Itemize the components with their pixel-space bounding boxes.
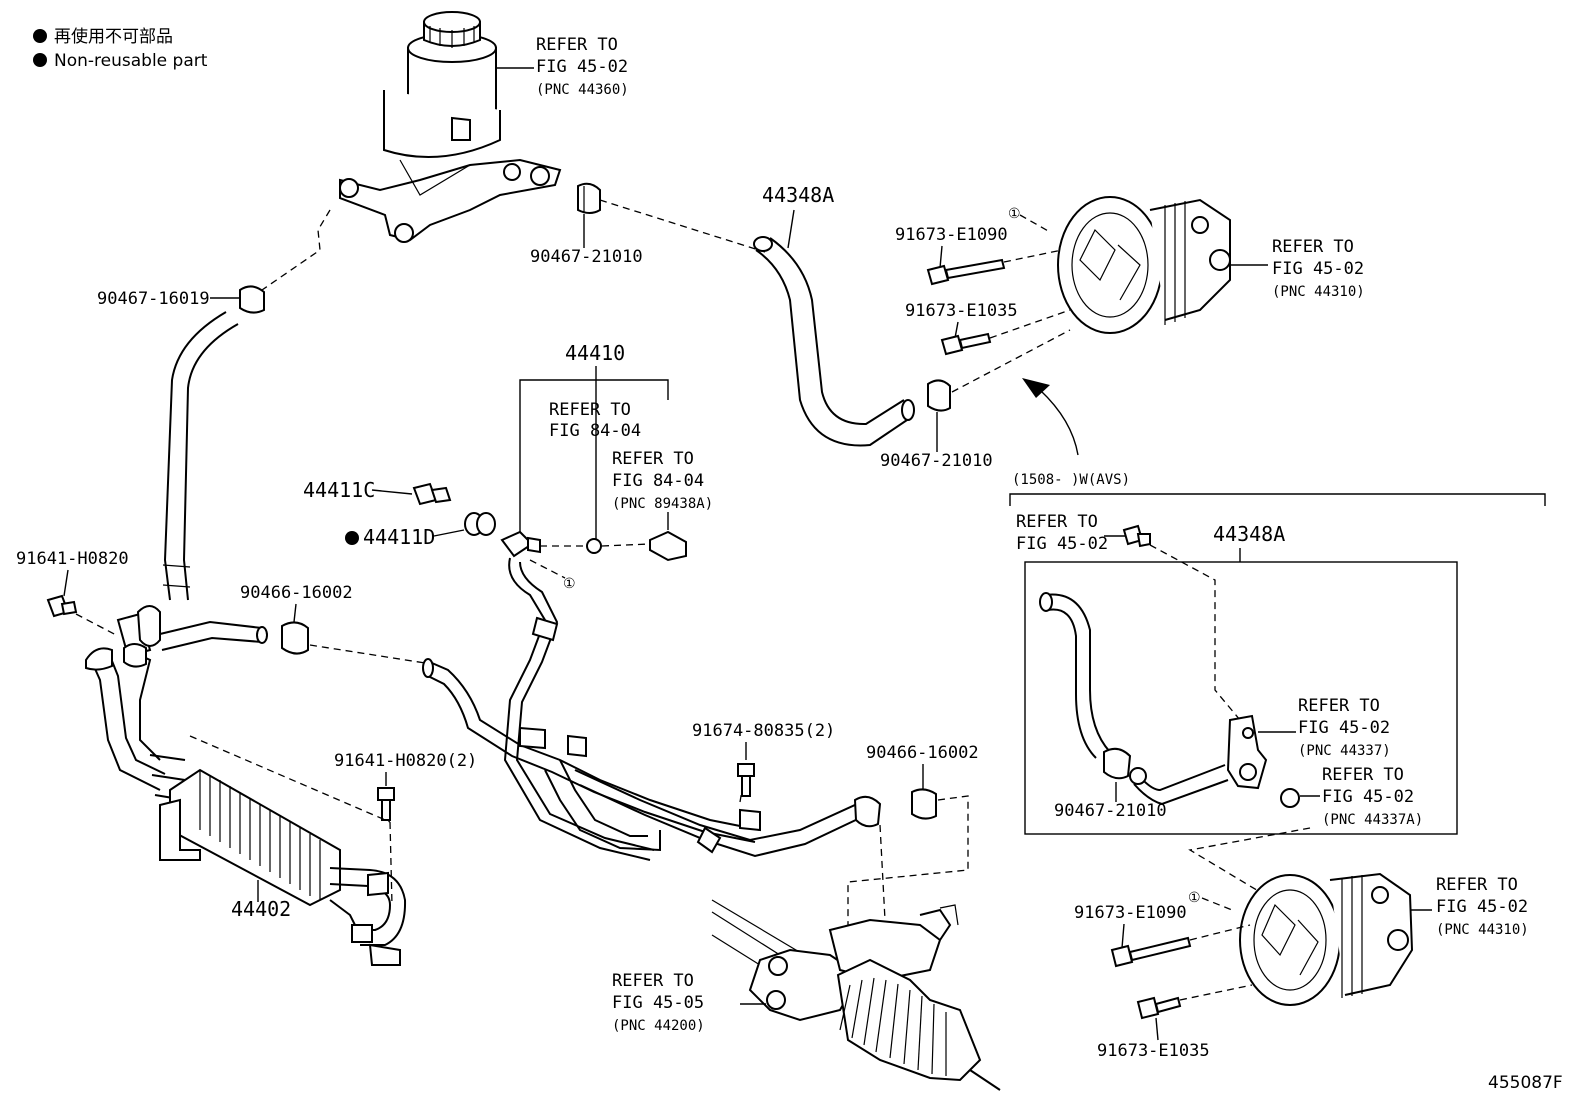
label-44348A-top: 44348A (762, 183, 834, 207)
label-91673-E1090-bottom: 91673-E1090 (1074, 903, 1187, 923)
hose-44348A-inset (1039, 592, 1268, 806)
circle-1-bottom: ① (1188, 890, 1201, 906)
arrow-head-icon (1022, 378, 1050, 398)
ref-44337-line2: FIG 45-02 (1298, 718, 1390, 738)
label-91673-E1090-top: 91673-E1090 (895, 225, 1008, 245)
pump-bottom-refer-line1: REFER TO (1436, 875, 1518, 895)
inset-bolt (1122, 524, 1151, 548)
arrow-up-icon (1039, 389, 1079, 456)
clamp-90467-21010-top (577, 182, 601, 214)
ref-8404b-line1: REFER TO (612, 449, 694, 469)
o-ring-icon (586, 538, 602, 554)
ref-8404b-line3: (PNC 89438A) (612, 496, 713, 512)
label-90466-16002-right: 90466-16002 (866, 743, 979, 763)
reservoir-refer-line3: (PNC 44360) (536, 82, 629, 98)
label-44348A-inset: 44348A (1213, 522, 1285, 546)
label-91641-H0820-2: 91641-H0820(2) (334, 751, 477, 771)
inset-box (1024, 561, 1458, 835)
reservoir-refer-line2: FIG 45-02 (536, 57, 628, 77)
label-44410: 44410 (565, 341, 625, 365)
pump-top (1057, 196, 1231, 334)
label-90467-21010-inset: 90467-21010 (1054, 801, 1167, 821)
circle-1-top: ① (1008, 206, 1021, 222)
bolt-91673-E1090-top (926, 258, 1006, 286)
bolt-91641-H0820-2 (377, 787, 395, 821)
label-90467-21010-mid: 90467-21010 (880, 451, 993, 471)
return-hose-left (162, 311, 239, 601)
inset-bolt-refer-line2: FIG 45-02 (1016, 534, 1108, 554)
rack-refer-line3: (PNC 44200) (612, 1018, 705, 1034)
label-91641-H0820: 91641-H0820 (16, 549, 129, 569)
non-reusable-bullet-icon (345, 531, 359, 545)
cooler-tubes (85, 643, 186, 801)
rack-feed-tubes (544, 759, 882, 858)
bolt-91674-80835 (737, 763, 755, 797)
ref-44337A-line1: REFER TO (1322, 765, 1404, 785)
pump-top-refer-line2: FIG 45-02 (1272, 259, 1364, 279)
bolt-91673-E1090-bottom (1110, 936, 1192, 968)
clamp-90466-16002-left (281, 621, 309, 655)
ref-8404b-line2: FIG 84-04 (612, 471, 704, 491)
label-44411D: 44411D (363, 525, 435, 549)
reservoir-assembly (339, 11, 562, 243)
label-44411C: 44411C (303, 478, 375, 502)
ref-44337A-line2: FIG 45-02 (1322, 787, 1414, 807)
label-90466-16002-left: 90466-16002 (240, 583, 353, 603)
ref-8404a-line2: FIG 84-04 (549, 421, 641, 441)
pressure-sensor (649, 530, 687, 562)
label-91673-E1035-top: 91673-E1035 (905, 301, 1018, 321)
fitting-44410 (500, 530, 541, 558)
legend-bullet-icon (33, 29, 47, 43)
clamp-90467-16019 (239, 285, 265, 314)
label-91674-80835-2: 91674-80835(2) (692, 721, 835, 741)
reservoir-refer-line1: REFER TO (536, 35, 618, 55)
label-91673-E1035-bottom: 91673-E1035 (1097, 1041, 1210, 1061)
circle-1-mid: ① (563, 576, 576, 592)
inset-bolt-refer-line1: REFER TO (1016, 512, 1098, 532)
ref-44337-line1: REFER TO (1298, 696, 1380, 716)
ref-8404a-line1: REFER TO (549, 400, 631, 420)
rack-refer-line2: FIG 45-05 (612, 993, 704, 1013)
bolt-91641-H0820 (46, 594, 78, 618)
ref-44337A-line3: (PNC 44337A) (1322, 812, 1423, 828)
bolt-91673-E1035-bottom (1136, 996, 1182, 1020)
union-bolt-44411C (412, 482, 452, 506)
o-ring-inset-icon (1280, 788, 1300, 808)
pump-top-refer-line1: REFER TO (1272, 237, 1354, 257)
pump-bottom-refer-line2: FIG 45-02 (1436, 897, 1528, 917)
pump-bottom (1239, 872, 1414, 1006)
pressure-tube (503, 557, 655, 861)
pump-top-refer-line3: (PNC 44310) (1272, 284, 1365, 300)
clamp-90467-21010-mid (927, 379, 951, 412)
range-label: (1508- )W(AVS) (1012, 472, 1130, 488)
ref-44337-line3: (PNC 44337) (1298, 743, 1391, 759)
rack-refer-line1: REFER TO (612, 971, 694, 991)
pump-bottom-refer-line3: (PNC 44310) (1436, 922, 1529, 938)
legend-english: Non-reusable part (54, 51, 208, 71)
legend: 再使用不可部品 Non-reusable part (33, 26, 208, 71)
steering-rack (711, 899, 1001, 1091)
clamp-90466-16002-right (911, 788, 937, 820)
return-hose-mid (422, 658, 761, 843)
hose-44348A-top (753, 236, 915, 447)
label-90467-16019: 90467-16019 (97, 289, 210, 309)
label-90467-21010-top: 90467-21010 (530, 247, 643, 267)
figure-id: 455087F (1488, 1073, 1563, 1093)
legend-bullet-icon (33, 53, 47, 67)
oil-cooler-44402 (159, 768, 407, 966)
gasket-44411D (464, 512, 496, 536)
label-44402: 44402 (231, 897, 291, 921)
legend-japanese: 再使用不可部品 (54, 26, 173, 47)
bolt-91673-E1035-top (940, 332, 992, 356)
